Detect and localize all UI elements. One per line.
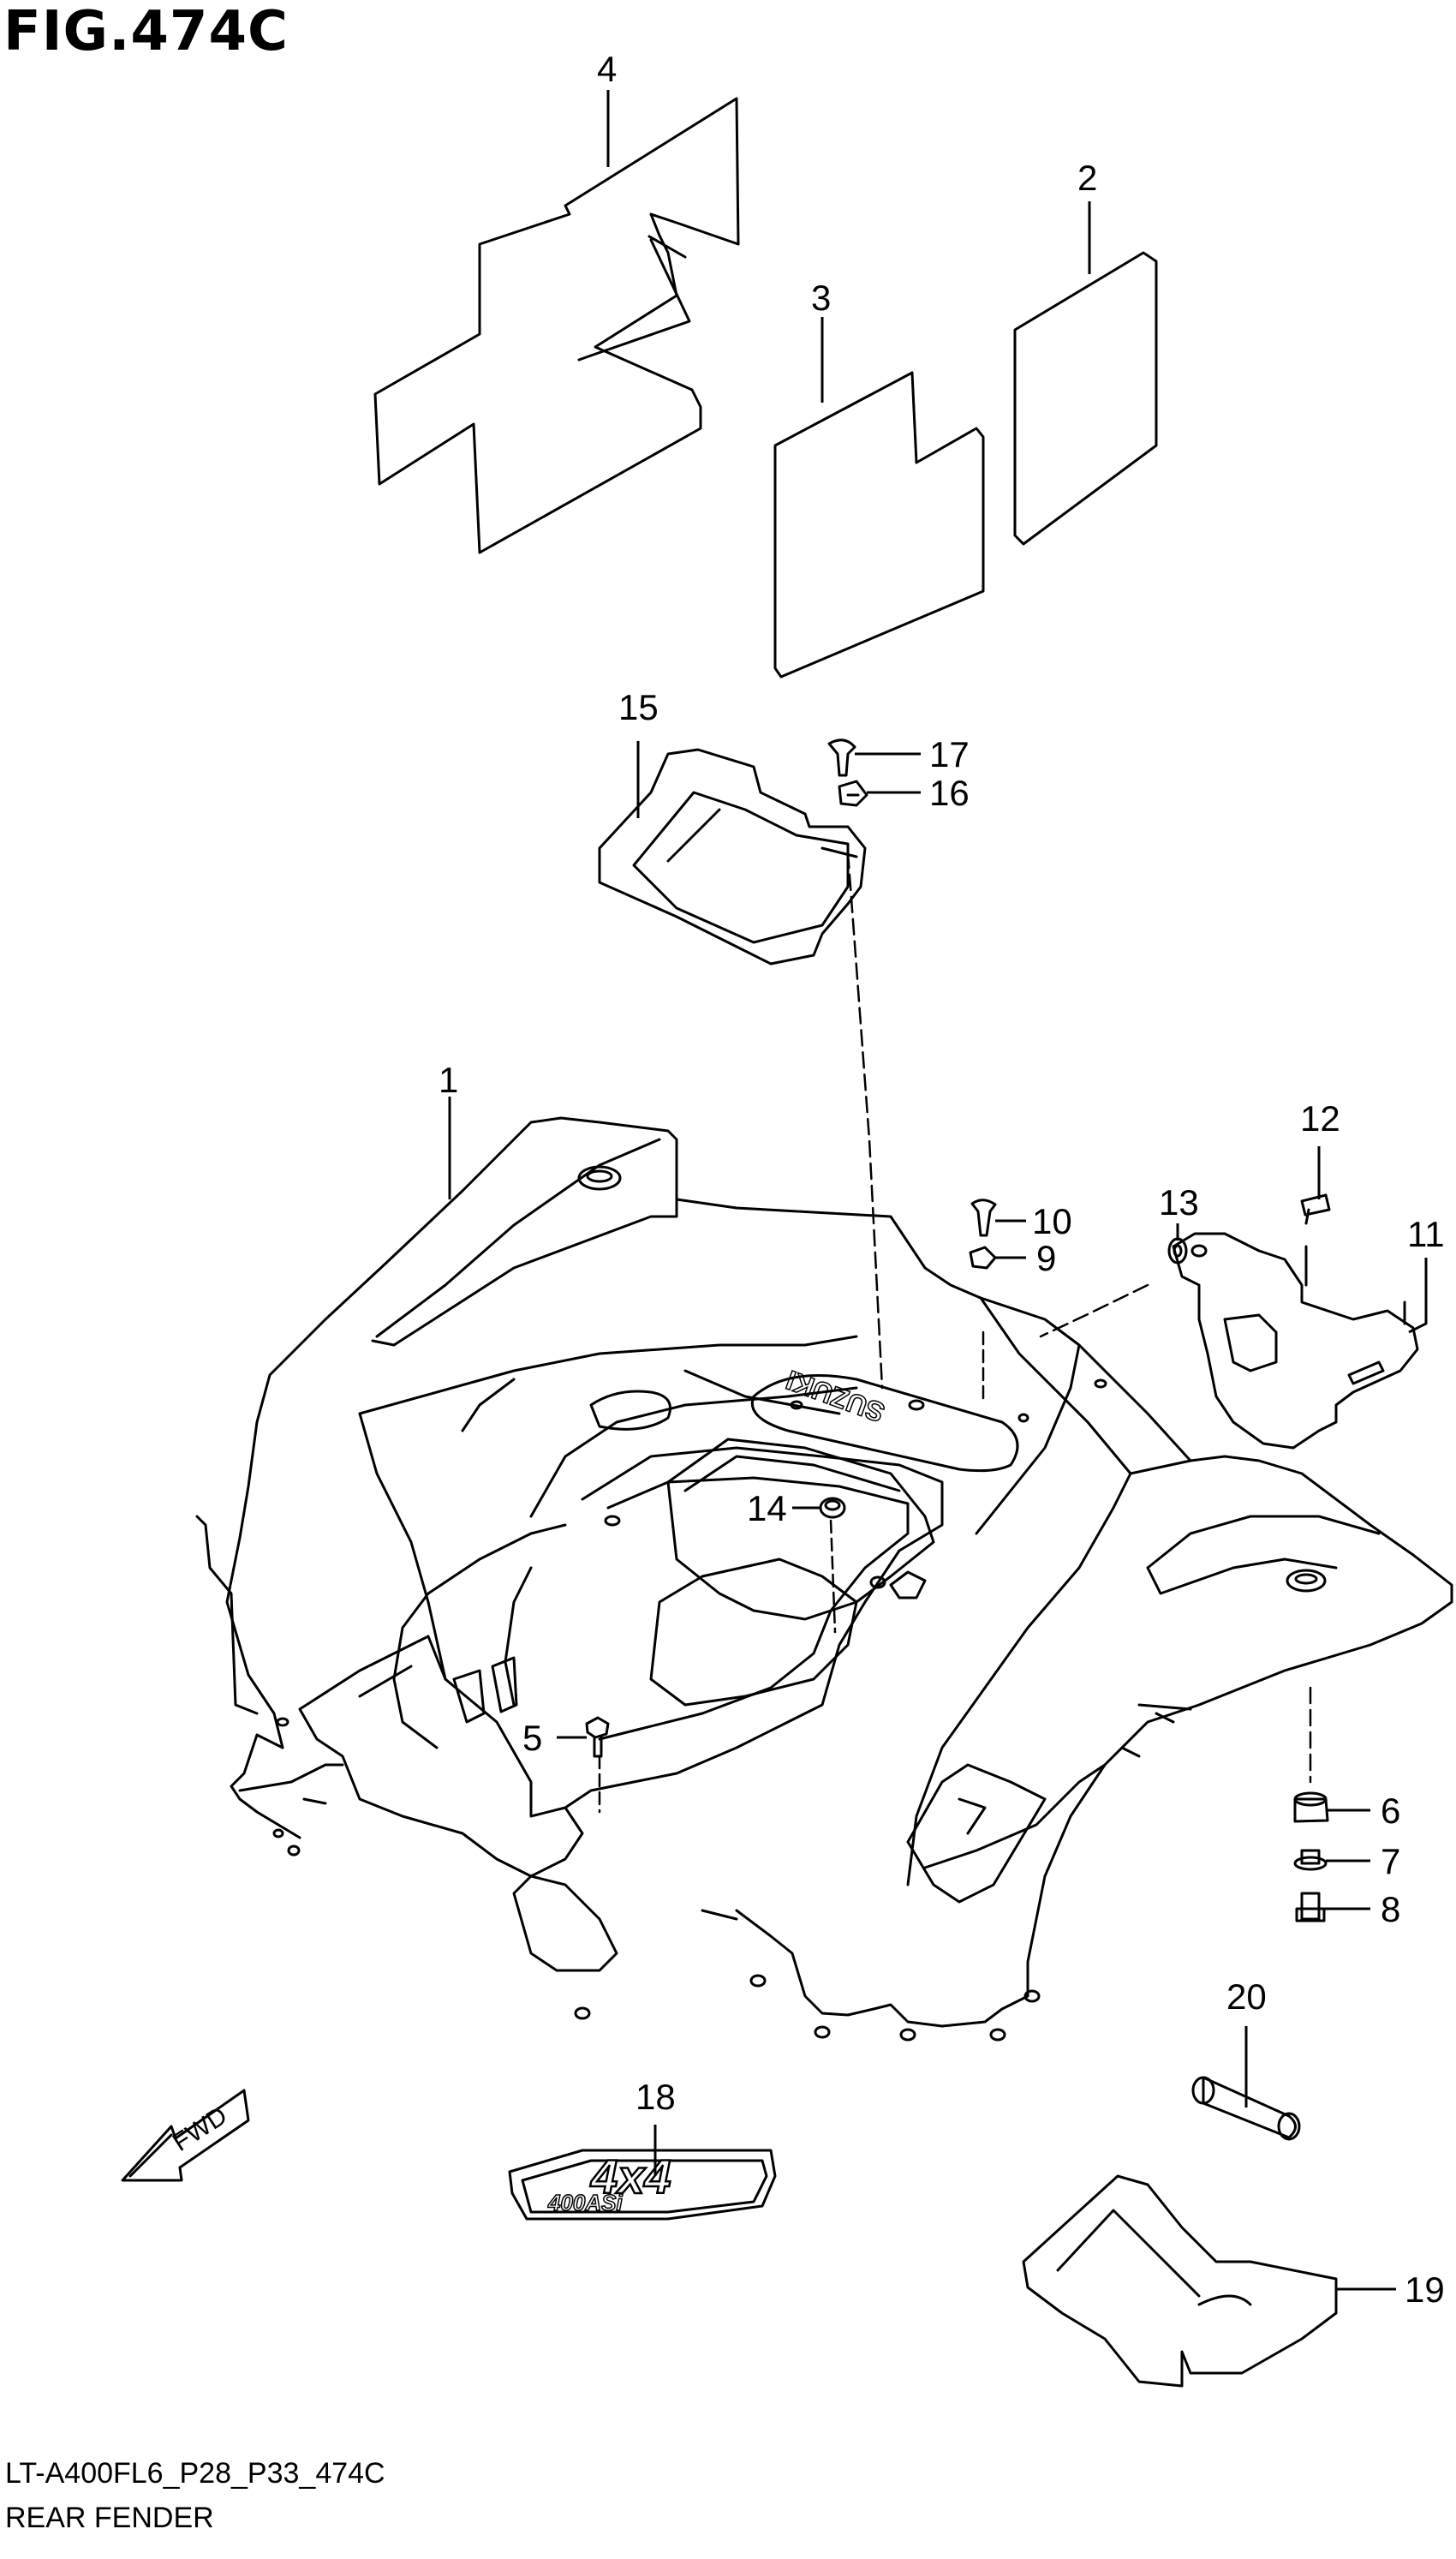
callout-14: 14: [747, 1488, 787, 1528]
screw-part-17: [827, 738, 856, 777]
callout-11: 11: [1407, 1214, 1445, 1254]
footer-code: LT-A400FL6_P28_P33_474C: [5, 2457, 385, 2490]
callout-18: 18: [636, 2077, 676, 2117]
figure-title: FIG.474C: [3, 0, 289, 63]
callout-6: 6: [1381, 1791, 1400, 1831]
callout-13: 13: [1159, 1182, 1199, 1223]
cover-part-19: [1022, 2174, 1338, 2388]
footer-name: REAR FENDER: [5, 2502, 214, 2534]
callout-2: 2: [1077, 158, 1097, 198]
leader-11: [1408, 1258, 1428, 1334]
callout-17: 17: [929, 734, 970, 774]
leader-dashed-14: [829, 1519, 837, 1634]
rear-fender-part-1: [195, 1116, 1453, 2042]
screw-part-12: [1300, 1193, 1331, 1225]
bolt-part-8: [1295, 1892, 1326, 1922]
callout-1: 1: [439, 1060, 458, 1100]
callout-5: 5: [522, 1718, 542, 1758]
decal-part-2: [1013, 251, 1158, 546]
tube-part-20: [1191, 2076, 1301, 2141]
callout-9: 9: [1036, 1238, 1056, 1278]
leader-dashed-11: [1039, 1283, 1149, 1338]
callout-7: 7: [1381, 1841, 1400, 1881]
screw-part-10: [970, 1199, 997, 1237]
callout-3: 3: [811, 278, 831, 318]
callout-8: 8: [1381, 1889, 1400, 1929]
callout-19: 19: [1405, 2269, 1445, 2310]
nut-part-16: [838, 780, 868, 807]
callout-4: 4: [597, 49, 617, 89]
fwd-label: FWD: [168, 2102, 232, 2157]
callout-12: 12: [1300, 1098, 1340, 1139]
callout-15: 15: [618, 687, 659, 727]
collar-part-7: [1293, 1849, 1328, 1871]
decal-part-4: [373, 97, 740, 554]
bolt-part-5: [585, 1716, 610, 1758]
decal-part-3: [773, 371, 985, 679]
bracket-part-11: [1172, 1232, 1419, 1450]
emblem-bottom-text: 400ASi: [547, 2190, 623, 2215]
callout-20: 20: [1226, 1976, 1267, 2017]
emblem-top-text: 4x4: [590, 2149, 671, 2203]
leader-dashed-15: [846, 851, 884, 1390]
grommet-part-14: [819, 1497, 846, 1519]
fwd-arrow: [121, 2089, 250, 2182]
nut-part-9: [969, 1246, 997, 1270]
leader-lines: [448, 90, 1428, 2291]
callout-10: 10: [1032, 1201, 1072, 1241]
suzuki-decal-text: SUZUKI: [782, 1365, 888, 1429]
cushion-part-6: [1293, 1791, 1329, 1823]
callout-16: 16: [929, 773, 970, 813]
emblem-part-18: [508, 2149, 777, 2221]
